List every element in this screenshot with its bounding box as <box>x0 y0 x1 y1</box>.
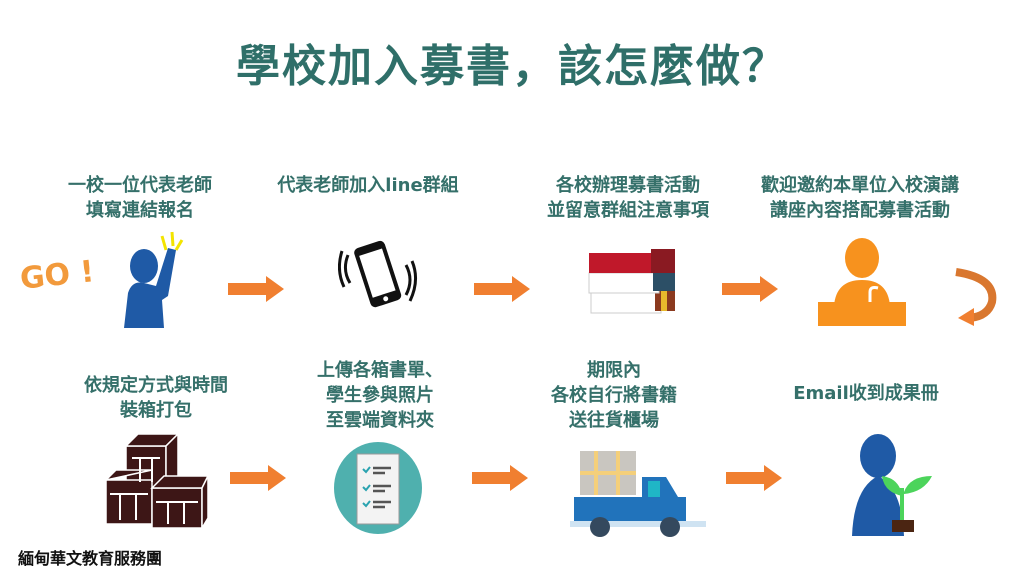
step-line: 學生參與照片 <box>326 385 434 406</box>
step-line: 歡迎邀約本單位入校演講 <box>761 175 959 196</box>
arrow-right-icon <box>228 276 284 302</box>
step-line: 裝箱打包 <box>120 400 192 421</box>
step-6-text: 上傳各箱書單、學生參與照片至雲端資料夾 <box>317 358 443 433</box>
step-2-text: 代表老師加入line群組 <box>277 173 458 198</box>
step-line: 至雲端資料夾 <box>326 410 434 431</box>
person-raising-hand-icon <box>124 231 184 328</box>
delivery-truck-icon <box>570 451 706 537</box>
step-3-text: 各校辦理募書活動並留意群組注意事項 <box>547 173 709 223</box>
step-line: Email收到成果冊 <box>793 383 939 404</box>
go-badge: GO ! <box>18 254 96 297</box>
arrow-right-icon <box>474 276 530 302</box>
checklist-icon <box>334 442 422 534</box>
step-line: 講座內容搭配募書活動 <box>770 200 950 221</box>
step-1-text: 一校一位代表老師填寫連結報名 <box>68 173 212 223</box>
page-title: 學校加入募書，該怎麼做？ <box>236 41 788 92</box>
organization-signature: 緬甸華文教育服務團 <box>18 549 163 568</box>
speaker-podium-icon <box>818 238 906 326</box>
arrow-right-icon <box>726 465 782 491</box>
step-5-text: 依規定方式與時間裝箱打包 <box>84 373 228 423</box>
step-line: 各校自行將書籍 <box>551 385 677 406</box>
step-line: 代表老師加入line群組 <box>277 175 459 196</box>
step-4-text: 歡迎邀約本單位入校演講講座內容搭配募書活動 <box>761 173 959 223</box>
vibrating-phone-icon <box>338 240 417 308</box>
person-with-sprout-icon <box>852 434 932 536</box>
step-line: 依規定方式與時間 <box>84 375 228 396</box>
step-8-text: Email收到成果冊 <box>793 381 939 406</box>
arrow-right-icon <box>230 465 286 491</box>
step-line: 並留意群組注意事項 <box>547 200 709 221</box>
step-7-text: 期限內各校自行將書籍送往貨櫃場 <box>551 358 677 433</box>
arrow-right-icon <box>722 276 778 302</box>
step-line: 期限內 <box>587 360 641 381</box>
curved-return-arrow-icon <box>955 268 997 326</box>
book-stack-icon <box>588 249 675 314</box>
boxes-icon <box>104 432 210 531</box>
step-line: 各校辦理募書活動 <box>556 175 700 196</box>
step-line: 一校一位代表老師 <box>68 175 212 196</box>
step-line: 上傳各箱書單、 <box>317 360 443 381</box>
step-line: 送往貨櫃場 <box>569 410 659 431</box>
arrow-right-icon <box>472 465 528 491</box>
step-line: 填寫連結報名 <box>86 200 194 221</box>
